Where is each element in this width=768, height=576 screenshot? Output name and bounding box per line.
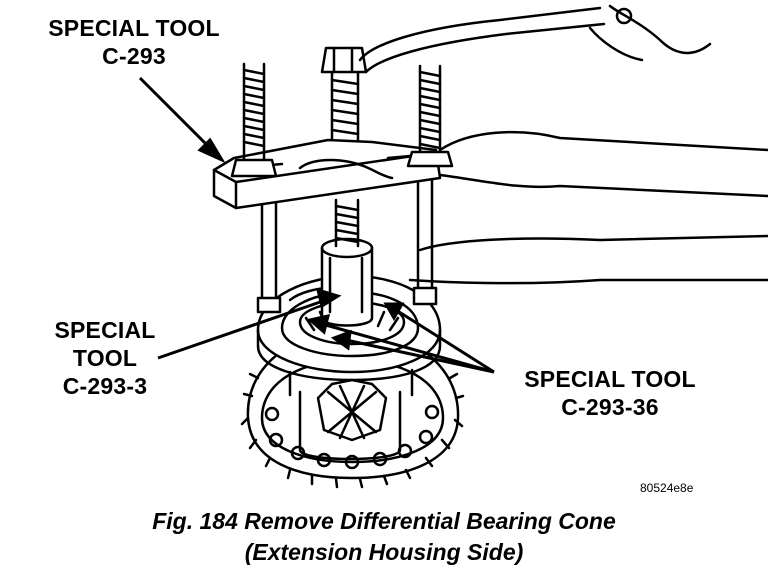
arrow-to-adapter [157,298,327,360]
center-screw-head [320,46,368,142]
wrench [358,6,606,74]
callout-c-293-3-line1: SPECIAL [54,317,156,343]
puller-crossbar [212,138,442,210]
arrowhead-cone-center [330,329,352,351]
adapter-c-293-3 [320,237,374,327]
arrowhead-cone-left [306,314,331,335]
callout-c-293-3-line2: TOOL [72,345,138,371]
part-code: 80524e8e [640,481,694,495]
callout-c-293-36-line2: C-293-36 [561,394,659,420]
differential-case [288,368,414,461]
arrow-to-cone-center [345,338,495,374]
side-bolt-right [406,64,454,168]
callout-special-tool-c-293-36: SPECIAL TOOL C-293-36 [494,365,726,421]
callout-special-tool-c-293-3: SPECIAL TOOL C-293-3 [30,316,180,400]
arrow-to-crossbar [138,76,214,152]
arrowhead-adapter [315,287,342,309]
arrowhead-cone-right [383,302,405,322]
figure-caption: Fig. 184 Remove Differential Bearing Con… [0,506,768,568]
callout-special-tool-c-293: SPECIAL TOOL C-293 [18,14,250,70]
caption-line1: Fig. 184 Remove Differential Bearing Con… [152,508,616,534]
callout-c-293-3-line3: C-293-3 [62,373,148,399]
arrow-to-cone-right [395,308,495,374]
caption-line2: (Extension Housing Side) [244,539,524,565]
technician-hand [408,4,768,285]
callout-c-293-line2: C-293 [102,43,166,69]
callout-c-293-36-line1: SPECIAL TOOL [524,366,696,392]
leader-arrows [138,76,495,374]
side-bolt-left [230,62,278,178]
forcing-screw [334,198,360,248]
puller-legs [256,178,438,314]
callout-c-293-line1: SPECIAL TOOL [48,15,220,41]
arrowhead-crossbar [197,137,226,164]
